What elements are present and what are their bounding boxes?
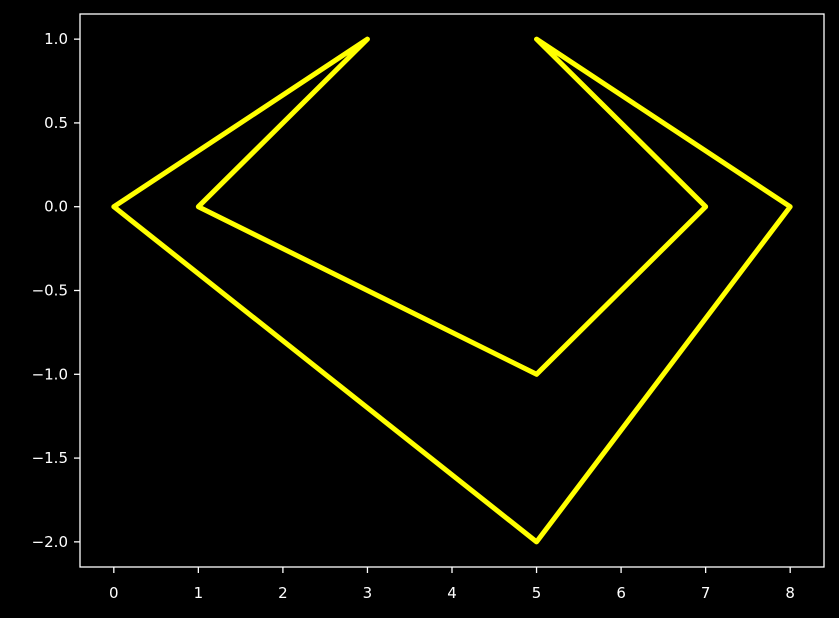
x-tick-label: 7	[701, 584, 711, 602]
x-tick-label: 1	[194, 584, 204, 602]
y-tick-label: 1.0	[44, 30, 68, 48]
axes-layer: 0 1 2 3 4 5 6 7 8 1.0 0.5 0.0 −0.5 −1.0 −1.5 −2.0	[32, 13, 825, 602]
x-tick-label: 5	[532, 584, 542, 602]
series-line-0	[111, 36, 793, 545]
x-tick-label: 0	[109, 584, 119, 602]
x-tick-label: 8	[785, 584, 795, 602]
x-tick-label: 4	[447, 584, 457, 602]
x-tick-label: 2	[278, 584, 288, 602]
y-tick-label: −1.0	[32, 365, 68, 383]
plot-layer	[111, 36, 793, 545]
y-tick-label: 0.5	[44, 114, 68, 132]
y-tick-label: −1.5	[32, 449, 68, 467]
y-tick-label: −2.0	[32, 533, 68, 551]
y-tick-label: −0.5	[32, 282, 68, 300]
y-tick-label: 0.0	[44, 198, 68, 216]
x-tick-label: 3	[363, 584, 373, 602]
x-tick-label: 6	[616, 584, 626, 602]
